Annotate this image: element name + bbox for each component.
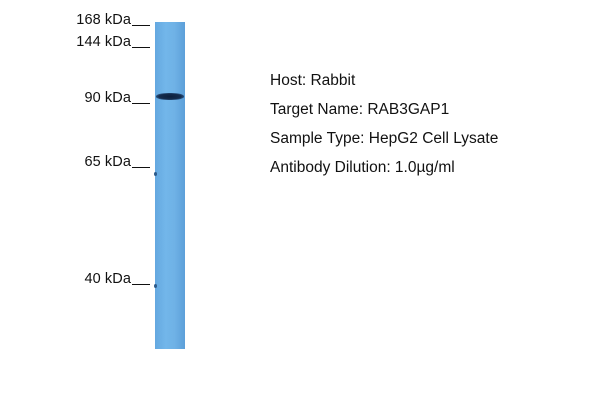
marker-168kda: 168 kDa <box>40 10 150 30</box>
sample-type-text: Sample Type: HepG2 Cell Lysate <box>270 130 499 147</box>
protein-band <box>156 93 184 100</box>
marker-tick <box>132 167 150 168</box>
marker-label: 65 kDa <box>84 154 131 170</box>
marker-tick <box>132 284 150 285</box>
marker-label: 168 kDa <box>76 12 131 28</box>
target-name-text: Target Name: RAB3GAP1 <box>270 101 450 118</box>
host-text: Host: Rabbit <box>270 72 356 89</box>
marker-90kda: 90 kDa <box>40 88 150 108</box>
marker-label: 40 kDa <box>84 271 131 287</box>
lane-speck <box>154 284 157 288</box>
antibody-dilution-text: Antibody Dilution: 1.0µg/ml <box>270 159 455 176</box>
marker-tick <box>132 47 150 48</box>
blot-info-panel: Host: Rabbit Target Name: RAB3GAP1 Sampl… <box>270 70 590 186</box>
marker-40kda: 40 kDa <box>40 269 150 289</box>
blot-lane <box>155 22 185 349</box>
marker-label: 144 kDa <box>76 34 131 50</box>
lane-speck <box>154 172 157 176</box>
marker-65kda: 65 kDa <box>40 152 150 172</box>
marker-label: 90 kDa <box>84 90 131 106</box>
marker-144kda: 144 kDa <box>40 32 150 52</box>
marker-tick <box>132 25 150 26</box>
marker-tick <box>132 103 150 104</box>
